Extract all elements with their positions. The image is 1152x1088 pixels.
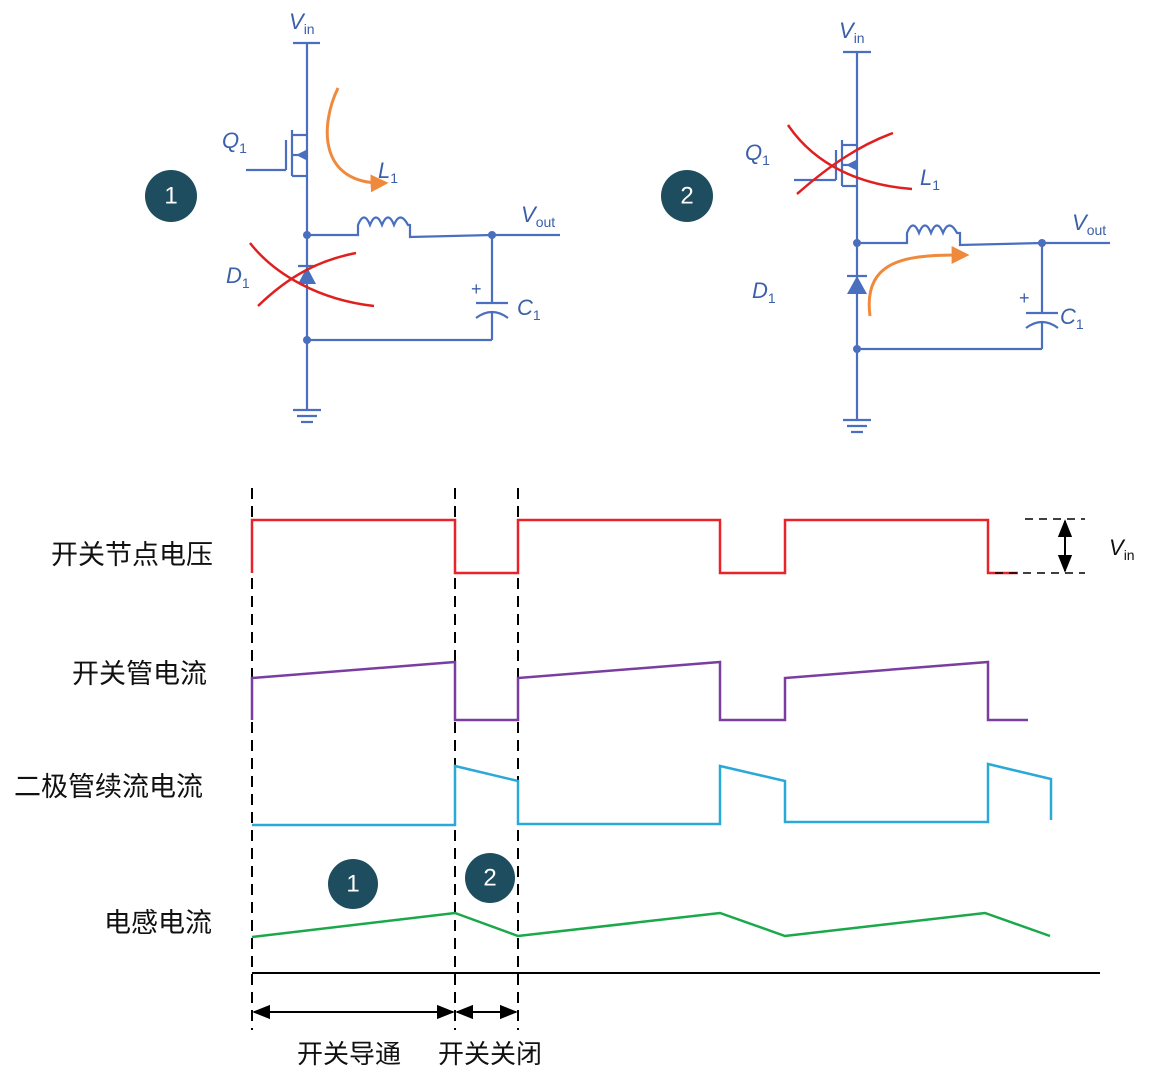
diode-current-wave (252, 762, 1053, 827)
state-badge-text: 1 (164, 183, 177, 210)
diode-off-cross-b (257, 251, 357, 307)
vin-label: Vin (289, 9, 315, 37)
diode-d1 (847, 276, 867, 294)
switch-off-cross-a (786, 124, 913, 191)
circuit-left: Vin Q1 L1 Vout D1 (145, 9, 560, 424)
d1-label: D1 (226, 263, 250, 291)
state-badge-text: 2 (680, 183, 693, 210)
vout-label: Vout (521, 202, 555, 230)
switch-off-cross-b (796, 131, 894, 195)
vin-label: Vin (839, 18, 865, 46)
cap-plus: + (1019, 288, 1030, 308)
inductor-l1 (307, 216, 493, 239)
row-label-switch-current: 开关管电流 (72, 659, 207, 690)
q1-label: Q1 (222, 128, 247, 156)
vin-marker-label: Vin (1109, 535, 1135, 563)
q1-label: Q1 (745, 140, 770, 168)
l1-label: L1 (920, 165, 940, 193)
interval-on-label: 开关导通 (297, 1040, 401, 1070)
l1-label: L1 (378, 158, 398, 186)
freewheel-current-arrow (867, 246, 970, 317)
row-label-diode-current: 二极管续流电流 (14, 772, 203, 803)
phase-badge-2 (465, 853, 515, 903)
waveform-panel: 开关节点电压 开关管电流 二极管续流电流 电感电流 Vin 1 2 (14, 488, 1135, 1070)
ground-symbol (843, 418, 871, 434)
switch-node-voltage-wave (250, 518, 1018, 575)
state-badge (661, 170, 713, 222)
vin-amplitude-marker: Vin (995, 518, 1135, 574)
current-path-arrow (325, 87, 389, 193)
circuit-right: Vin Q1 L1 Vout D1 (661, 18, 1110, 434)
diode-off-cross-a (249, 242, 375, 308)
phase-badge-1-text: 1 (346, 871, 359, 898)
mosfet-q1 (246, 130, 309, 178)
row-label-inductor-current: 电感电流 (104, 908, 212, 939)
ground-symbol (293, 408, 321, 424)
inductor-current-wave (251, 911, 1051, 939)
interval-off-label: 开关关闭 (438, 1040, 542, 1070)
inductor-l1 (857, 224, 1043, 247)
mosfet-q1 (794, 140, 859, 188)
phase-badge-2-text: 2 (483, 865, 496, 892)
d1-label: D1 (752, 278, 776, 306)
switch-current-wave (250, 660, 1028, 722)
phase-badge-1 (328, 859, 378, 909)
c1-label: C1 (1060, 304, 1084, 332)
state-badge (145, 170, 197, 222)
cap-plus: + (471, 279, 482, 299)
c1-label: C1 (517, 295, 541, 323)
vout-label: Vout (1072, 210, 1106, 238)
diode-d1 (298, 267, 316, 284)
row-label-switch-node-voltage: 开关节点电压 (51, 540, 213, 571)
